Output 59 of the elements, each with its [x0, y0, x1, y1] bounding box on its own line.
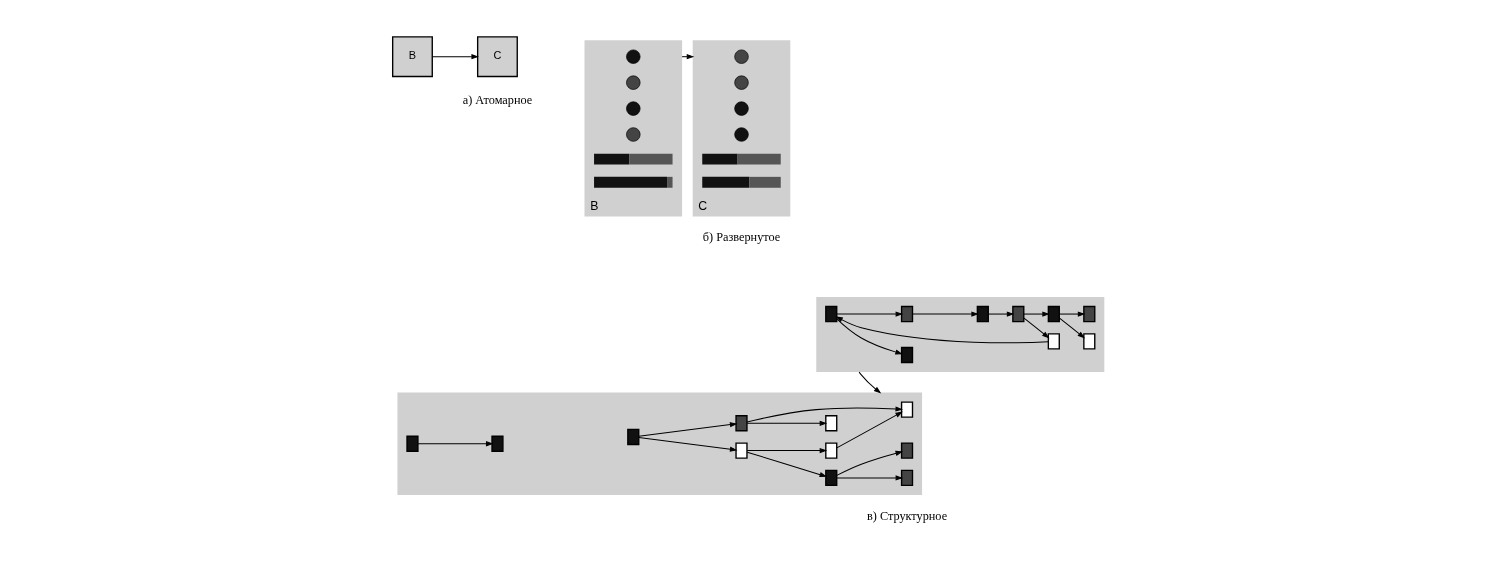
node-box	[900, 401, 913, 418]
node-circle	[625, 75, 640, 90]
node-box	[1082, 333, 1095, 350]
node-box	[824, 305, 837, 323]
node-box	[626, 428, 639, 446]
node-box	[900, 469, 913, 487]
node-circle	[733, 75, 749, 90]
node-box	[734, 415, 748, 432]
node-box	[490, 435, 504, 452]
arrow	[746, 406, 903, 423]
arrow	[1023, 317, 1049, 339]
arrow	[835, 450, 903, 476]
arrow	[858, 371, 881, 394]
node-box	[734, 442, 748, 459]
node-box: B	[391, 36, 433, 78]
arrow	[637, 422, 737, 437]
node-box	[900, 442, 913, 459]
node-box: C	[476, 36, 518, 78]
cluster	[396, 392, 922, 495]
label: б) Развернутое	[702, 230, 780, 245]
node-circle	[733, 49, 749, 64]
node-circle	[625, 101, 640, 116]
arrow	[417, 441, 493, 447]
cluster	[815, 297, 1104, 373]
arrow	[746, 420, 827, 426]
node-box	[976, 305, 989, 323]
node-box	[824, 469, 837, 487]
arrow	[1023, 311, 1050, 317]
arrow	[637, 437, 737, 452]
node-box	[1011, 305, 1024, 323]
node-circle	[733, 101, 749, 116]
arrow	[911, 311, 979, 317]
arrow	[1058, 311, 1085, 317]
cluster: B	[584, 40, 682, 217]
node-circle	[625, 49, 640, 64]
arrow	[431, 54, 479, 60]
label: а) Атомарное	[462, 93, 532, 108]
node-box	[1047, 333, 1060, 350]
node-box	[900, 346, 913, 364]
arrow	[746, 447, 827, 454]
arrow	[746, 451, 827, 478]
arrow	[987, 311, 1014, 317]
arrow	[835, 311, 903, 317]
node-circle	[733, 127, 749, 142]
node-box	[900, 305, 913, 323]
node-box	[824, 442, 837, 459]
arrow	[834, 316, 1049, 344]
node-box	[405, 435, 419, 452]
node-box	[824, 415, 837, 432]
arrow	[681, 54, 694, 60]
node-circle	[625, 127, 640, 142]
arrow	[835, 318, 903, 355]
arrow	[835, 475, 903, 481]
node-box	[1047, 305, 1060, 323]
node-box	[1082, 305, 1095, 323]
label: в) Структурное	[866, 508, 947, 523]
arrow	[1058, 317, 1085, 339]
cluster: C	[692, 40, 790, 217]
arrow	[835, 411, 903, 449]
